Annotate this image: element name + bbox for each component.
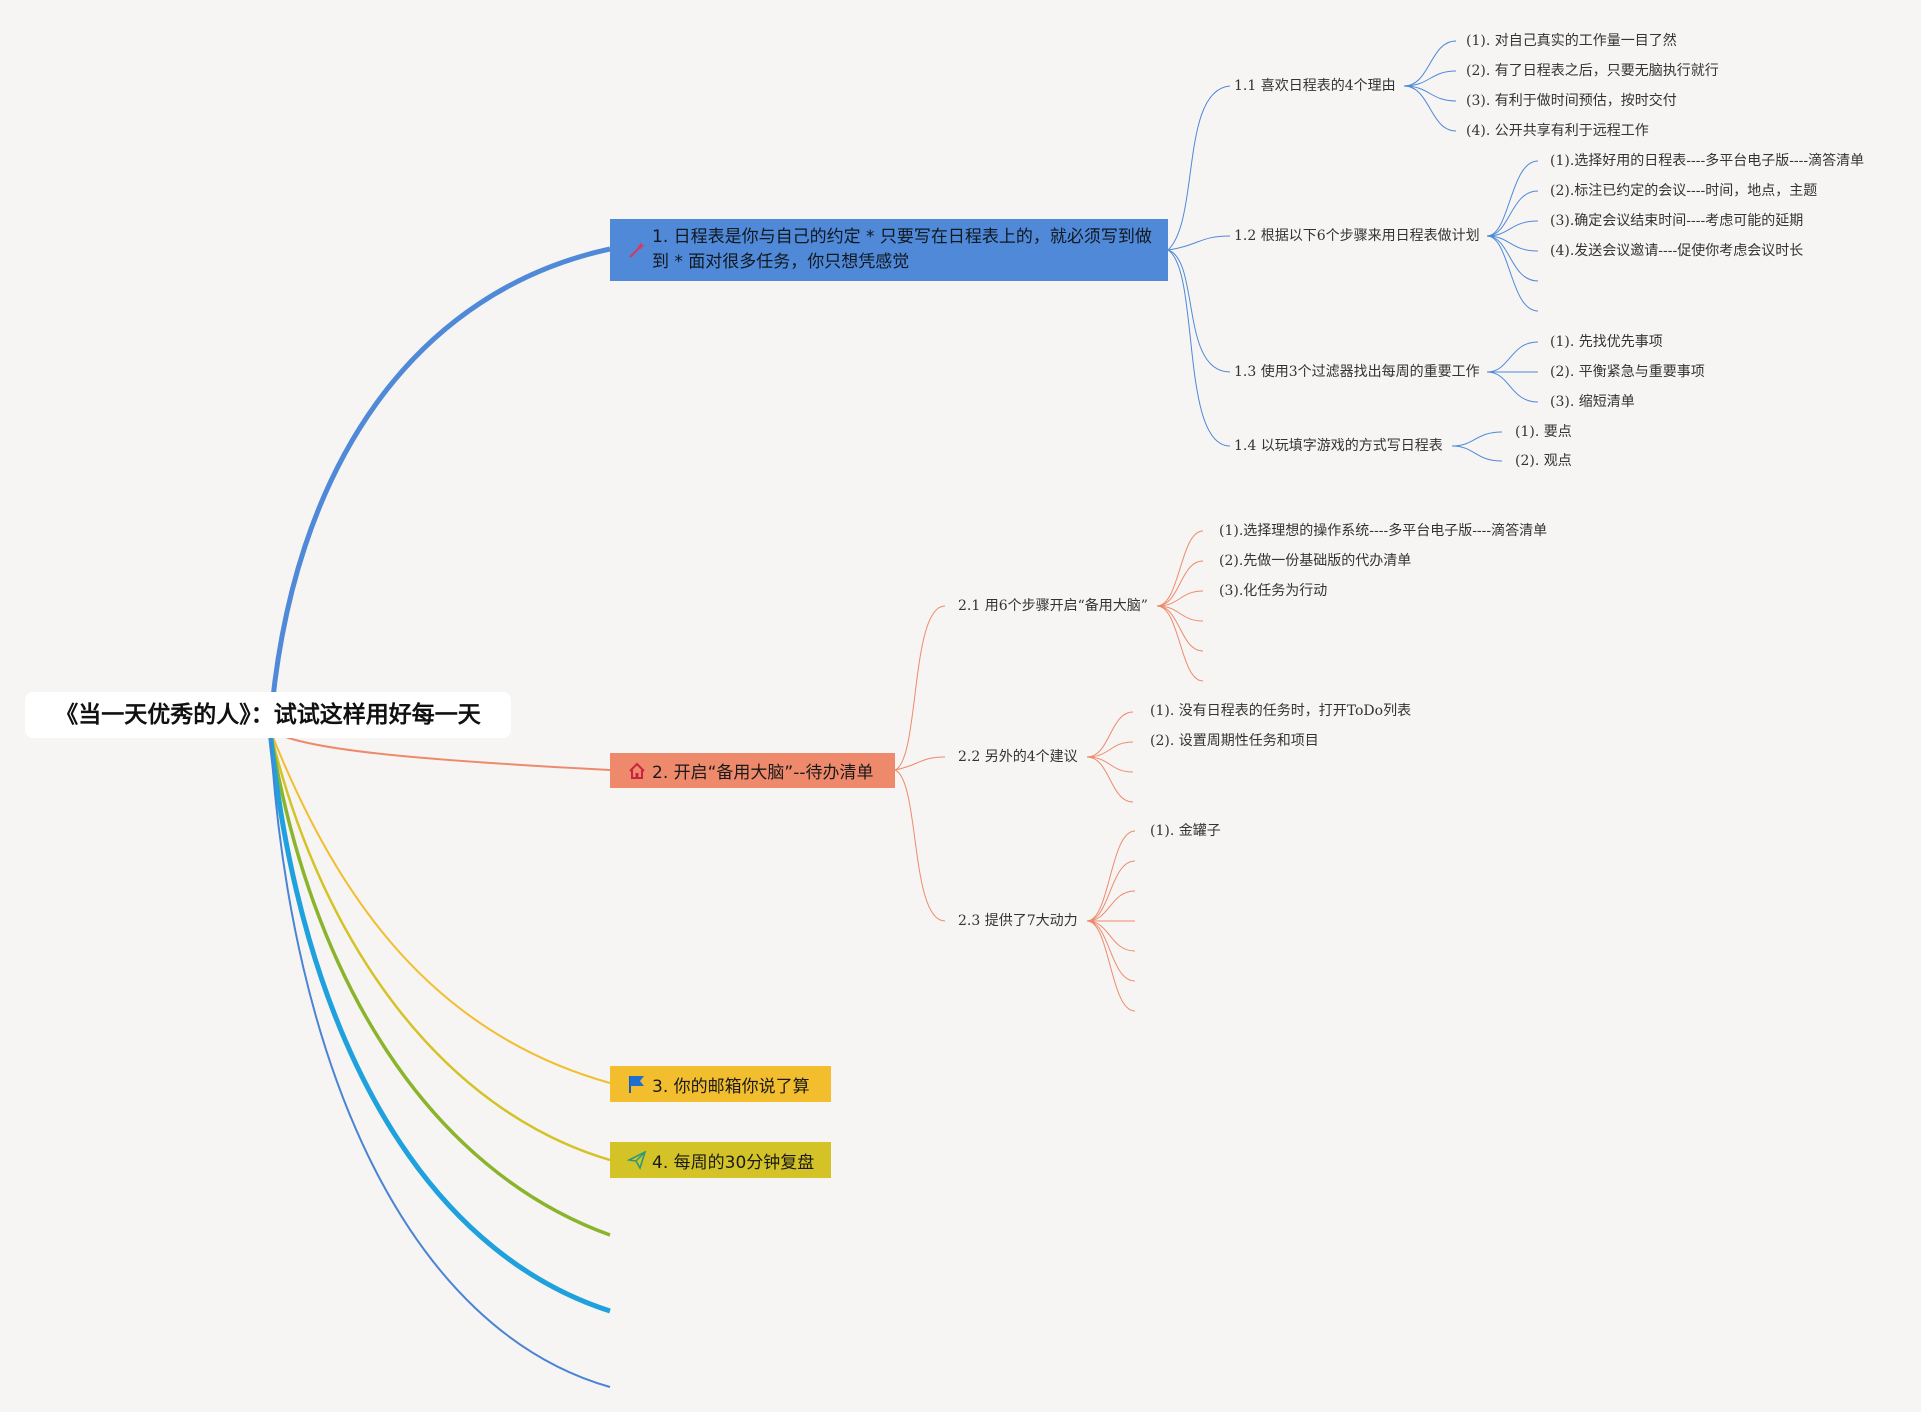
leaf-2-2-1[interactable]: (1). 没有日程表的任务时，打开ToDo列表 [1150,703,1412,719]
house-icon [626,760,648,782]
subtopic-2-1[interactable]: 2.1 用6个步骤开启“备用大脑” [958,598,1148,614]
subtopic-1-2[interactable]: 1.2 根据以下6个步骤来用日程表做计划 [1234,228,1480,244]
topic-2[interactable]: 2. 开启“备用大脑”--待办清单 [610,753,895,788]
connector-root-topic6 [267,729,611,1314]
leaf-2-3-1[interactable]: (1). 金罐子 [1150,823,1221,839]
leaf-1-1-1[interactable]: (1). 对自己真实的工作量一目了然 [1466,33,1677,49]
leaf-1-3-3[interactable]: (3). 缩短清单 [1550,394,1635,410]
subtopic-2-3[interactable]: 2.3 提供了7大动力 [958,913,1078,929]
root-topic[interactable]: 《当一天优秀的人》：试试这样用好每一天 [25,692,511,738]
connector-root-topic7 [269,729,611,1388]
flag-icon [626,1073,648,1095]
leaf-1-2-4[interactable]: (4).发送会议邀请----促使你考虑会议时长 [1550,243,1804,259]
subtopic-2-2[interactable]: 2.2 另外的4个建议 [958,749,1078,765]
subtopic-1-1[interactable]: 1.1 喜欢日程表的4个理由 [1234,78,1396,94]
topic-1-label: 1. 日程表是你与自己的约定 * 只要写在日程表上的，就必须写到做到 * 面对很… [652,227,1152,272]
connector-root-topic1 [267,246,611,731]
leaf-1-1-3[interactable]: (3). 有利于做时间预估，按时交付 [1466,93,1677,109]
connector-root-topic3 [269,729,611,1084]
leaf-1-3-2[interactable]: (2). 平衡紧急与重要事项 [1550,364,1705,380]
leaf-1-1-2[interactable]: (2). 有了日程表之后，只要无脑执行就行 [1466,63,1719,79]
topic-2-label: 2. 开启“备用大脑”--待办清单 [652,763,874,783]
topic-3-label: 3. 你的邮箱你说了算 [652,1076,810,1097]
topic-4-label: 4. 每周的30分钟复盘 [652,1152,815,1173]
leaf-2-1-3[interactable]: (3).化任务为行动 [1219,583,1328,599]
leaf-1-2-1[interactable]: (1).选择好用的日程表----多平台电子版----滴答清单 [1550,153,1865,169]
leaf-1-4-2[interactable]: (2). 观点 [1515,453,1572,469]
leaf-1-2-2[interactable]: (2).标注已约定的会议----时间，地点，主题 [1550,183,1818,199]
leaf-1-2-3[interactable]: (3).确定会议结束时间----考虑可能的延期 [1550,213,1804,229]
magic-wand-icon [626,239,648,261]
leaf-2-2-2[interactable]: (2). 设置周期性任务和项目 [1150,733,1319,749]
leaf-1-1-4[interactable]: (4). 公开共享有利于远程工作 [1466,123,1649,139]
topic-3[interactable]: 3. 你的邮箱你说了算 [610,1066,831,1102]
leaf-2-1-1[interactable]: (1).选择理想的操作系统----多平台电子版----滴答清单 [1219,523,1548,539]
subtopic-1-3[interactable]: 1.3 使用3个过滤器找出每周的重要工作 [1234,364,1480,380]
connector-root-topic5 [268,729,611,1237]
leaf-2-1-2[interactable]: (2).先做一份基础版的代办清单 [1219,553,1412,569]
leaf-1-3-1[interactable]: (1). 先找优先事项 [1550,334,1663,350]
topic-1[interactable]: 1. 日程表是你与自己的约定 * 只要写在日程表上的，就必须写到做到 * 面对很… [610,219,1168,281]
connector-root-topic4 [268,729,611,1162]
topic-4[interactable]: 4. 每周的30分钟复盘 [610,1142,831,1178]
leaf-1-4-1[interactable]: (1). 要点 [1515,424,1572,440]
paper-plane-icon [626,1149,648,1171]
subtopic-1-4[interactable]: 1.4 以玩填字游戏的方式写日程表 [1234,438,1443,454]
